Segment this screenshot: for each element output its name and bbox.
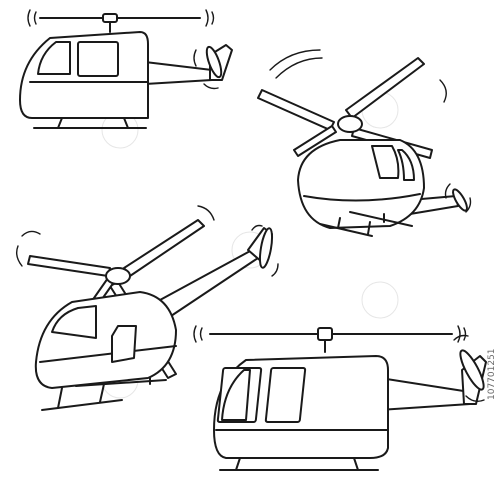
skid-strut bbox=[353, 457, 359, 471]
landing-skid bbox=[319, 223, 373, 237]
rotor-motion-mark bbox=[463, 327, 467, 341]
cabin-window bbox=[371, 145, 400, 179]
tail-rotor-motion bbox=[203, 83, 219, 90]
skid-strut bbox=[235, 457, 241, 471]
rotor-motion-mark bbox=[33, 11, 37, 25]
tail-rotor bbox=[452, 188, 468, 212]
rotor-blade bbox=[345, 57, 425, 119]
tail-rotor-motion bbox=[465, 197, 472, 213]
tail-boom bbox=[379, 377, 471, 411]
landing-skid bbox=[349, 211, 413, 227]
skid-strut bbox=[99, 383, 105, 403]
cabin-window bbox=[397, 149, 415, 181]
skid-strut bbox=[337, 217, 341, 229]
rotor-motion-mark bbox=[197, 205, 215, 221]
tail-rotor-motion bbox=[444, 183, 451, 199]
tail-rotor bbox=[205, 45, 223, 79]
landing-skid bbox=[41, 399, 123, 411]
fuselage-stripe bbox=[39, 345, 177, 363]
rotor-motion-mark bbox=[15, 245, 23, 267]
rotor-blade bbox=[123, 219, 205, 277]
tail-rotor bbox=[258, 227, 274, 269]
front-window bbox=[221, 369, 251, 421]
rotor-motion-mark bbox=[27, 9, 31, 27]
tail-rotor-motion bbox=[271, 263, 279, 277]
rotor-hub bbox=[102, 13, 118, 23]
tail-rotor-motion bbox=[193, 49, 197, 67]
cabin-window bbox=[111, 325, 137, 363]
helicopter-top-right bbox=[257, 49, 472, 237]
rotor-motion-mark bbox=[205, 9, 209, 27]
helicopter-top-left bbox=[19, 9, 233, 129]
front-window bbox=[37, 41, 71, 75]
rotor-motion-mark bbox=[275, 57, 323, 79]
rotor-motion-mark bbox=[269, 49, 321, 71]
rotor-motion-mark bbox=[193, 325, 197, 343]
cabin-window bbox=[264, 367, 307, 423]
rotor-motion-mark bbox=[457, 325, 461, 343]
rotor-hub bbox=[105, 267, 131, 285]
tail-rotor-motion bbox=[251, 224, 263, 231]
skid-strut bbox=[57, 117, 63, 129]
skid-strut bbox=[57, 387, 63, 409]
tail-boom bbox=[159, 249, 259, 319]
tail-rotor-motion bbox=[453, 334, 469, 341]
rotor-motion-mark bbox=[21, 230, 41, 237]
rotor-motion-mark bbox=[439, 79, 447, 103]
rotor-motion-mark bbox=[211, 11, 215, 25]
fuselage bbox=[34, 291, 177, 389]
helicopter-bottom-right bbox=[193, 325, 487, 471]
rotor-blade bbox=[27, 255, 111, 277]
rotor-blade bbox=[293, 125, 337, 157]
skid-strut bbox=[123, 117, 129, 129]
tail-rotor-motion bbox=[465, 395, 485, 403]
rotor-motion-mark bbox=[199, 327, 203, 341]
front-window bbox=[51, 305, 97, 339]
tail-rotor bbox=[459, 349, 485, 391]
skid-strut bbox=[367, 221, 371, 235]
rotor-hub bbox=[337, 115, 363, 133]
rotor-hub bbox=[317, 327, 333, 341]
tail-boom bbox=[144, 61, 213, 85]
stock-id-label: 107701251 bbox=[487, 348, 497, 400]
fuselage-stripe bbox=[303, 193, 421, 202]
rotor-blade bbox=[257, 89, 335, 131]
cabin-window bbox=[77, 41, 119, 77]
helicopter-bottom-left bbox=[15, 205, 279, 411]
